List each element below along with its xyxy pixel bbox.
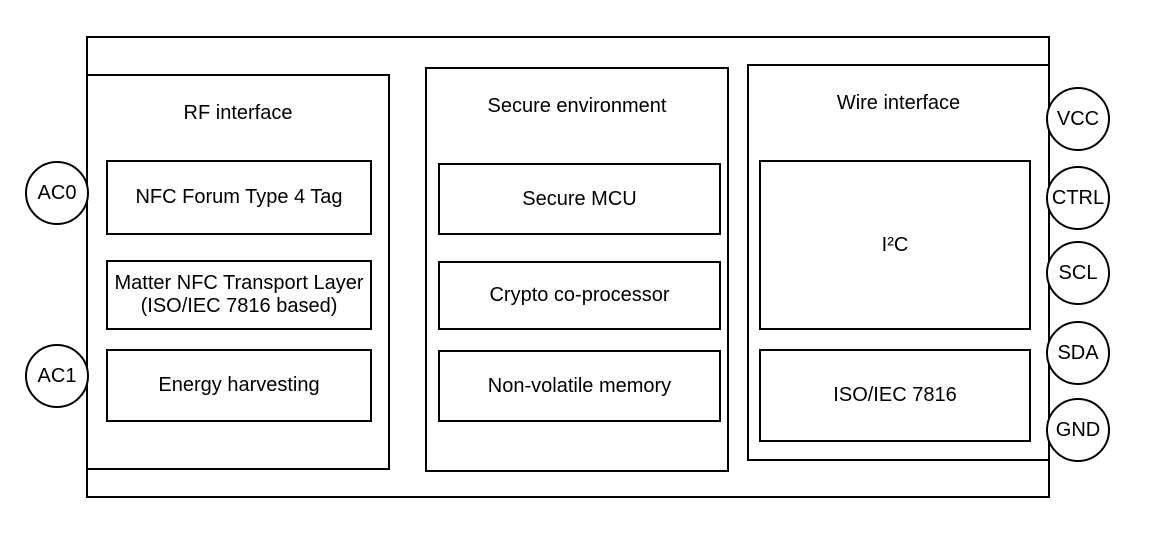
block-i2c: I²C <box>759 160 1031 330</box>
pin-scl: SCL <box>1046 241 1110 305</box>
block-energy-harvesting: Energy harvesting <box>106 349 372 422</box>
block-secure-mcu: Secure MCU <box>438 163 721 235</box>
pin-sda: SDA <box>1046 321 1110 385</box>
pin-label: SCL <box>1058 261 1098 284</box>
block-label: ISO/IEC 7816 <box>833 384 957 406</box>
pin-ac1: AC1 <box>25 344 89 408</box>
pin-label: CTRL <box>1051 186 1105 209</box>
block-label: NFC Forum Type 4 Tag <box>135 186 343 208</box>
block-label: Non-volatile memory <box>487 374 672 397</box>
pin-label: AC0 <box>37 181 77 204</box>
section-wire-interface: Wire interface I²C ISO/IEC 7816 <box>747 64 1050 461</box>
block-label: Energy harvesting <box>158 374 320 396</box>
section-secure-environment: Secure environment Secure MCU Crypto co-… <box>425 67 729 472</box>
block-sublabel: (ISO/IEC 7816 based) <box>140 295 338 317</box>
block-matter-nfc-transport-layer: Matter NFC Transport Layer (ISO/IEC 7816… <box>106 260 372 330</box>
section-label-wire-interface: Wire interface <box>836 92 961 114</box>
block-nfc-forum-type-4-tag: NFC Forum Type 4 Tag <box>106 160 372 235</box>
block-non-volatile-memory: Non-volatile memory <box>438 350 721 422</box>
pin-label: SDA <box>1057 341 1099 364</box>
pin-label: VCC <box>1056 107 1100 130</box>
block-label: Crypto co-processor <box>489 284 670 306</box>
section-label-secure-environment: Secure environment <box>487 95 667 117</box>
block-crypto-co-processor: Crypto co-processor <box>438 261 721 330</box>
section-label-rf-interface: RF interface <box>183 102 293 124</box>
pin-label: GND <box>1055 418 1101 441</box>
block-label: I²C <box>881 233 909 256</box>
pin-ac0: AC0 <box>25 161 89 225</box>
block-iso-iec-7816: ISO/IEC 7816 <box>759 349 1031 442</box>
pin-vcc: VCC <box>1046 87 1110 151</box>
block-label: Matter NFC Transport Layer <box>114 272 364 294</box>
pin-gnd: GND <box>1046 398 1110 462</box>
pin-ctrl: CTRL <box>1046 166 1110 230</box>
section-rf-interface: RF interface NFC Forum Type 4 Tag Matter… <box>86 74 390 470</box>
pin-label: AC1 <box>37 364 77 387</box>
block-label: Secure MCU <box>522 187 637 210</box>
